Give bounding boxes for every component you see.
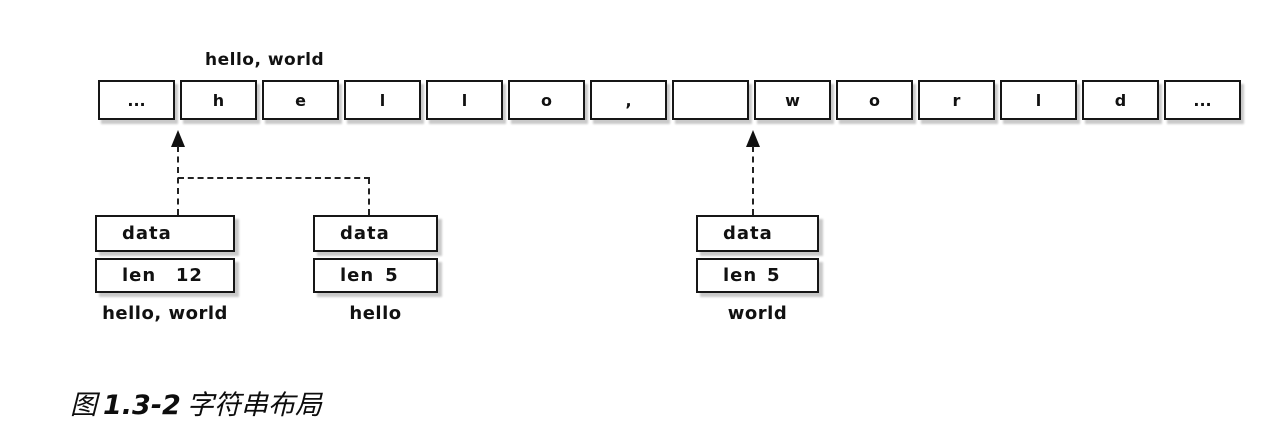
string-struct-world: data len 5 world [696, 215, 819, 324]
char-array: ... h e l l o , w o r l d ... [98, 80, 1241, 120]
string-struct-hello-world: data len 12 hello, world [95, 215, 235, 324]
char-cell-o1: o [508, 80, 585, 120]
char-cell-e: e [262, 80, 339, 120]
char-cell-space [672, 80, 749, 120]
pointer-dashed-line-struct3 [752, 146, 754, 215]
len-field-value: 5 [767, 265, 781, 286]
figure-caption-title: 字符串布局 [186, 390, 322, 421]
char-cell-o2: o [836, 80, 913, 120]
len-field-label: len [340, 265, 375, 286]
char-cell-l2: l [426, 80, 503, 120]
char-cell-w: w [754, 80, 831, 120]
len-field-label: len [122, 265, 157, 286]
data-field-box: data [95, 215, 235, 252]
char-cell-l3: l [1000, 80, 1077, 120]
pointer-dashed-line-struct2 [368, 178, 370, 215]
data-field-label: data [122, 223, 172, 244]
figure-caption-prefix: 图 [70, 390, 97, 421]
up-arrowhead-icon-h [171, 130, 185, 147]
data-field-label: data [723, 223, 773, 244]
char-cell-comma: , [590, 80, 667, 120]
data-field-label: data [340, 223, 390, 244]
char-cell-ellipsis-left: ... [98, 80, 175, 120]
pointer-dashed-line-struct1 [177, 146, 179, 215]
string-struct-hello: data len 5 hello [313, 215, 438, 324]
struct-caption: world [727, 303, 788, 324]
struct-caption: hello [349, 303, 402, 324]
char-cell-l1: l [344, 80, 421, 120]
char-cell-ellipsis-right: ... [1164, 80, 1241, 120]
len-field-box: len 5 [313, 258, 438, 293]
data-field-box: data [313, 215, 438, 252]
char-cell-d: d [1082, 80, 1159, 120]
len-field-box: len 5 [696, 258, 819, 293]
len-field-value: 12 [175, 265, 203, 286]
char-cell-h: h [180, 80, 257, 120]
char-cell-r: r [918, 80, 995, 120]
figure-caption-number: 1.3-2 [103, 390, 181, 421]
array-string-label: hello, world [205, 50, 325, 70]
len-field-label: len [723, 265, 758, 286]
len-field-value: 5 [385, 265, 399, 286]
pointer-dashed-line-shared [178, 177, 370, 179]
len-field-box: len 12 [95, 258, 235, 293]
struct-caption: hello, world [102, 303, 228, 324]
data-field-box: data [696, 215, 819, 252]
up-arrowhead-icon-w [746, 130, 760, 147]
